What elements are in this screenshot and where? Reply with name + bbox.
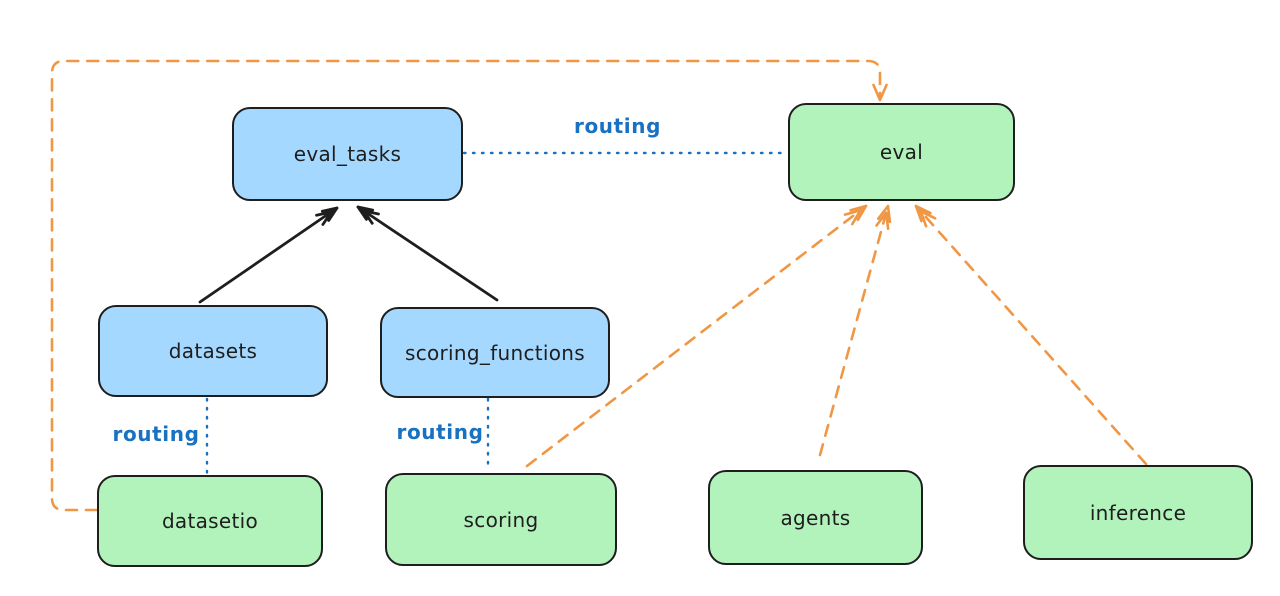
arrowhead-datasets-evaltasks — [315, 206, 339, 226]
arrowhead-scoring-eval — [843, 204, 868, 226]
node-datasets-label: datasets — [168, 339, 258, 363]
edge-label-routing-datasets-datasetio: routing — [112, 422, 200, 446]
node-inference: inference — [1023, 465, 1253, 560]
node-scoring: scoring — [385, 473, 617, 566]
node-eval-label: eval — [879, 140, 924, 164]
edge-agents-to-eval — [818, 204, 890, 457]
arrowhead-datasetio-eval — [872, 83, 888, 102]
edge-label-routing-evaltasks-eval: routing — [573, 114, 661, 138]
edge-scoringfunctions-to-evaltasks — [356, 205, 499, 302]
node-eval-tasks: eval_tasks — [232, 107, 463, 201]
arrowhead-scoringfunctions-evaltasks — [356, 205, 380, 225]
edge-inference-to-eval — [914, 204, 1148, 466]
edge-scoring-to-eval — [525, 204, 868, 468]
edge-datasetio-to-eval — [50, 59, 882, 512]
node-inference-label: inference — [1089, 500, 1187, 525]
node-scoring-functions-label: scoring_functions — [404, 340, 586, 365]
node-datasetio: datasetio — [97, 475, 323, 567]
edge-datasets-to-evaltasks — [198, 206, 339, 304]
node-agents-label: agents — [780, 505, 851, 530]
arrowhead-inference-eval — [914, 204, 937, 228]
node-eval: eval — [788, 103, 1015, 201]
arrowhead-agents-eval — [875, 204, 892, 230]
edge-label-routing-scoringfunctions-scoring: routing — [396, 420, 484, 444]
node-datasets: datasets — [98, 305, 328, 397]
node-scoring-label: scoring — [463, 507, 539, 532]
node-datasetio-label: datasetio — [161, 509, 259, 533]
node-eval-tasks-label: eval_tasks — [293, 142, 402, 166]
node-scoring-functions: scoring_functions — [380, 307, 610, 398]
node-agents: agents — [708, 470, 923, 565]
